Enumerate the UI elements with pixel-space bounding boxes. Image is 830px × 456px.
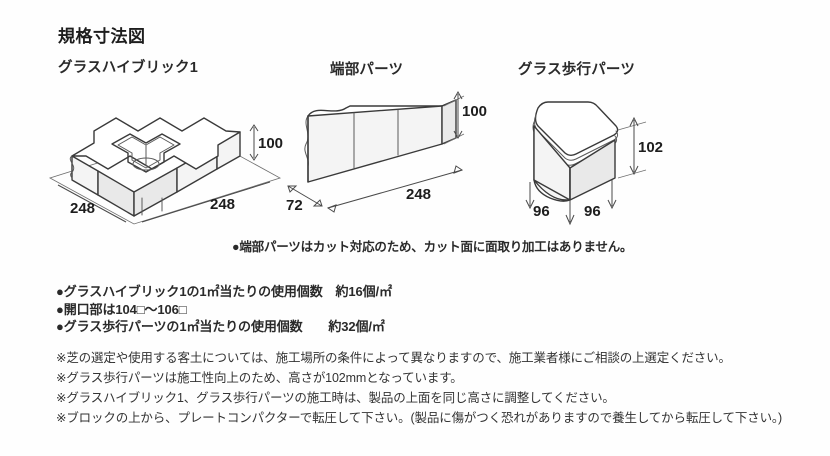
walk-top-surface <box>534 101 619 156</box>
bullet-list: ●グラスハイブリック1の1㎡当たりの使用個数 約16個/㎡ ●開口部は104□〜… <box>56 283 392 336</box>
walk-dim-height-label: 102 <box>638 139 663 156</box>
endpart-ext-bottom <box>443 133 465 145</box>
bullet-item-0: ●グラスハイブリック1の1㎡当たりの使用個数 約16個/㎡ <box>56 284 392 299</box>
block-top-surface <box>71 117 241 170</box>
figure-title-end-parts: 端部パーツ <box>330 62 404 78</box>
endpart-dim-length-arrow-right <box>453 165 464 174</box>
notes-list: ※芝の選定や使用する客土については、施工場所の条件によって異なりますので、施工業… <box>56 348 782 428</box>
walk-ext-bottom <box>617 169 647 179</box>
endpart-dim-depth-line <box>287 185 323 207</box>
endpart-right-face <box>441 99 457 145</box>
dim-width-left-label: 248 <box>70 200 95 217</box>
note-item-1: ※グラス歩行パーツは施工性向上のため、高さが102mmとなっています。 <box>56 371 463 385</box>
walk-chamfer-band-1 <box>533 114 619 161</box>
walk-dim-left-arrow <box>525 199 535 210</box>
block-opening-inner <box>117 136 175 169</box>
endpart-dim-length-line <box>327 169 463 209</box>
figure-glass-walk-parts: 102 96 96 <box>506 82 696 232</box>
walk-dim-right-label: 96 <box>584 203 601 220</box>
endpart-dim-length-arrow-left <box>326 204 337 213</box>
figure-end-parts: 100 248 72 <box>286 86 496 231</box>
block-chamfer-left <box>69 155 75 181</box>
walk-dim-height-arrow-top <box>629 116 639 127</box>
walk-ext-top <box>617 121 647 131</box>
walk-dim-height-arrow-bottom <box>629 165 639 176</box>
endpart-front-face <box>307 105 443 183</box>
dim-height-arrow-top <box>249 124 259 132</box>
note-item-2: ※グラスハイブリック1、グラス歩行パーツの施工時は、製品の上面を同じ高さに調整し… <box>56 391 615 405</box>
dim-height-arrow-bottom <box>249 153 259 161</box>
endpart-dim-depth-label: 72 <box>286 197 303 214</box>
page-title: 規格寸法図 <box>58 27 146 46</box>
endpart-dim-height-arrow-top <box>453 90 463 100</box>
dim-width-right-line <box>141 181 271 223</box>
dim-height-label: 100 <box>258 135 283 152</box>
drawing-end-parts: 100 248 72 <box>286 90 487 214</box>
walk-dim-left-label: 96 <box>533 203 550 220</box>
walk-dim-right-arrow <box>607 199 617 210</box>
dim-width-right-label: 248 <box>210 196 235 213</box>
figure-glass-hybrick-1: 100 248 248 <box>42 82 292 232</box>
endpart-dim-length-label: 248 <box>406 186 431 203</box>
dim-width-left-line <box>57 184 127 223</box>
endpart-dim-height-label: 100 <box>462 103 487 120</box>
note-item-0: ※芝の選定や使用する客土については、施工場所の条件によって異なりますので、施工業… <box>56 351 731 365</box>
endpart-dim-depth-arrow-2 <box>312 199 323 207</box>
center-note: ●端部パーツはカット対応のため、カット面に面取り加工はありません。 <box>232 240 633 254</box>
block-opening-rim <box>111 133 181 173</box>
drawing-glass-walk-parts: 102 96 96 <box>525 101 663 226</box>
note-item-3: ※ブロックの上から、プレートコンパクターで転圧して下さい。(製品に傷がつく恐れが… <box>56 411 783 425</box>
figure-title-glass-walk-parts: グラス歩行パーツ <box>518 62 636 78</box>
drawing-glass-hybrick-1: 100 248 248 <box>48 117 283 225</box>
figure-title-glass-hybrick-1: グラスハイブリック1 <box>58 60 198 76</box>
endpart-dim-depth-arrow-1 <box>287 185 298 193</box>
block-side-front <box>133 167 178 217</box>
walk-bottom-corner <box>533 179 571 202</box>
bullet-item-1: ●開口部は104□〜106□ <box>56 301 187 317</box>
bullet-item-2: ●グラス歩行パーツの1㎡当たりの使用個数 約32個/㎡ <box>56 319 385 334</box>
endpart-dim-height-arrow-bottom <box>453 130 463 140</box>
block-side-left <box>71 155 99 196</box>
walk-dim-center-arrow <box>565 214 575 226</box>
block-center-hole <box>132 157 160 171</box>
